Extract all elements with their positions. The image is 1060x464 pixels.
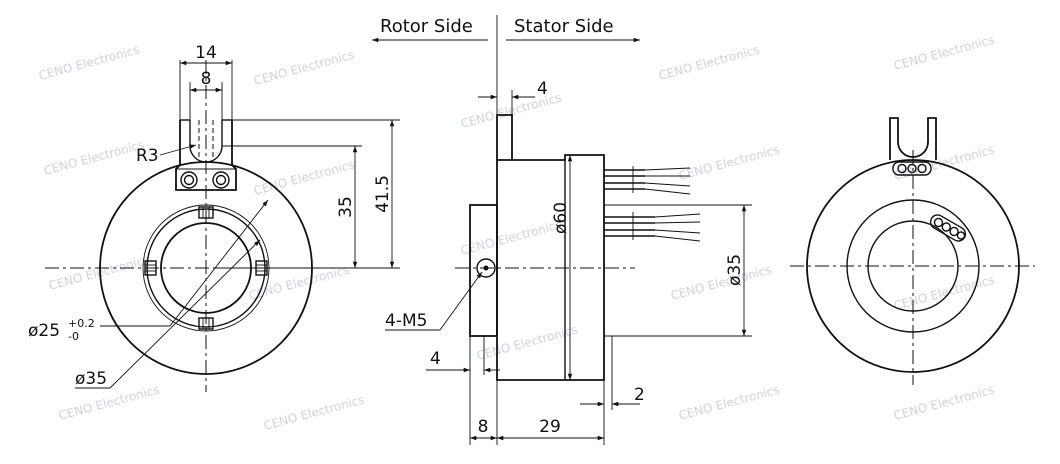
wire-bundle-upper — [604, 166, 691, 195]
watermark: CENO Electronics — [657, 43, 761, 83]
watermark: CENO Electronics — [37, 43, 141, 83]
watermark: CENO Electronics — [892, 33, 996, 73]
dim-tab-to-center: 41.5 — [373, 175, 393, 213]
watermark: CENO Electronics — [475, 323, 579, 363]
dim-mounting-screws: 4-M5 — [385, 311, 427, 331]
dim-tab-thickness: 4 — [537, 79, 548, 99]
watermark: CENO Electronics — [677, 383, 781, 423]
watermark: CENO Electronics — [669, 263, 773, 303]
watermark: CENO Electronics — [262, 393, 366, 433]
wire-bundle-lower — [604, 212, 701, 242]
stator-side-label: Stator Side — [514, 16, 614, 37]
rear-anti-rotation-tab — [889, 117, 937, 160]
dim-slot-to-center: 35 — [336, 196, 356, 218]
dim-bore-tol-minus: -0 — [68, 330, 79, 343]
front-view: 14 8 R3 35 41.5 ø25 +0.2 -0 ø35 — [28, 43, 400, 392]
rear-housing-circle — [806, 159, 1020, 373]
rotor-side-label: Rotor Side — [380, 16, 473, 37]
rear-wire-connector-upper — [892, 161, 932, 176]
watermarks: CENO Electronics CENO Electronics CENO E… — [37, 33, 996, 433]
side-view: Rotor Side Stator Side — [372, 15, 752, 445]
dim-bore-tol-plus: +0.2 — [68, 317, 95, 330]
rear-bore-circle — [867, 220, 959, 312]
dim-stator-diameter: ø35 — [725, 254, 745, 286]
m5-screw — [476, 258, 496, 278]
rear-wire-connector-lower — [929, 214, 967, 242]
dim-bore-diameter: ø25 — [28, 321, 60, 341]
rotor-flange — [469, 204, 498, 337]
dim-tab-width: 14 — [195, 43, 217, 63]
watermark: CENO Electronics — [459, 218, 563, 258]
watermark: CENO Electronics — [47, 253, 151, 293]
watermark: CENO Electronics — [677, 143, 781, 183]
watermark: CENO Electronics — [252, 48, 356, 88]
dim-flange-diameter: ø35 — [75, 369, 107, 389]
watermark: CENO Electronics — [252, 158, 356, 198]
watermark: CENO Electronics — [892, 273, 996, 313]
stator-body — [496, 154, 605, 381]
watermark: CENO Electronics — [892, 383, 996, 423]
dim-flange-step: 4 — [430, 349, 441, 369]
dim-slot-width: 8 — [201, 69, 212, 89]
dim-body-diameter: ø60 — [551, 202, 571, 234]
watermark: CENO Electronics — [57, 383, 161, 423]
watermark: CENO Electronics — [42, 138, 146, 178]
dim-stator-step: 2 — [634, 385, 645, 405]
dim-rotor-length: 8 — [478, 417, 489, 437]
watermark: CENO Electronics — [892, 143, 996, 183]
rear-view — [790, 117, 1035, 385]
dim-slot-radius: R3 — [136, 146, 159, 166]
anti-rotation-tab — [175, 119, 237, 191]
dim-stator-length: 29 — [539, 417, 561, 437]
